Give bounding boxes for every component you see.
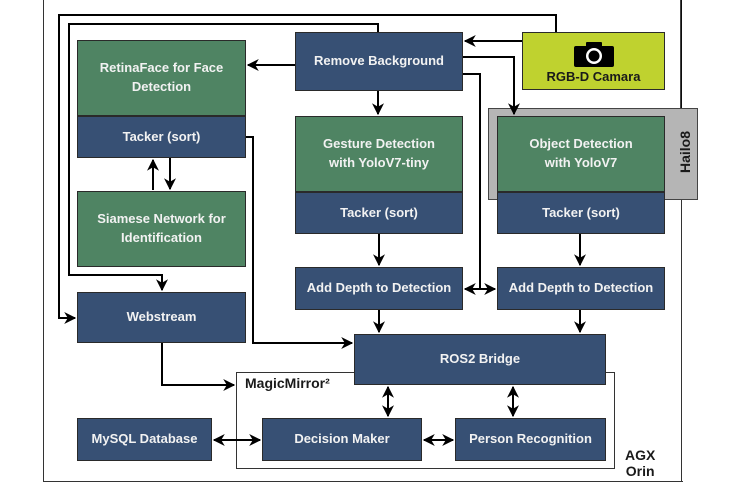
webstream-node: Webstream: [77, 292, 246, 343]
agx-label-line1: AGX: [625, 447, 656, 463]
ros2-bridge-node: ROS2 Bridge: [354, 334, 606, 385]
rgbd-camera-node: RGB-D Camara: [522, 32, 665, 90]
hailo8-label: Hailo8: [677, 131, 693, 174]
person-recognition-node: Person Recognition: [455, 418, 606, 461]
tracker-gesture-node: Tacker (sort): [295, 192, 463, 234]
agx-orin-right-edge: [681, 0, 682, 482]
camera-icon: [573, 41, 614, 67]
tracker-object-node: Tacker (sort): [497, 192, 665, 234]
add-depth-gesture-node: Add Depth to Detection: [295, 267, 463, 310]
agx-orin-label: AGX Orin: [625, 447, 655, 479]
mysql-database-node: MySQL Database: [77, 418, 212, 461]
siamese-network-node: Siamese Network for Identification: [77, 191, 246, 267]
tracker-face-node: Tacker (sort): [77, 116, 246, 158]
retinaface-node: RetinaFace for Face Detection: [77, 40, 246, 116]
agx-label-line2: Orin: [625, 463, 655, 479]
object-detection-node: Object Detection with YoloV7: [497, 116, 665, 192]
line-removebg-to-depth: [463, 73, 481, 289]
magicmirror-label: MagicMirror²: [245, 375, 330, 391]
add-depth-object-node: Add Depth to Detection: [497, 267, 665, 310]
camera-label: RGB-D Camara: [546, 68, 641, 84]
gesture-detection-node: Gesture Detection with YoloV7-tiny: [295, 116, 463, 192]
agx-orin-bottom-edge: [43, 481, 683, 482]
remove-background-node: Remove Background: [295, 32, 463, 91]
arrow-removebg-to-object: [463, 56, 520, 116]
decision-maker-node: Decision Maker: [262, 418, 422, 461]
